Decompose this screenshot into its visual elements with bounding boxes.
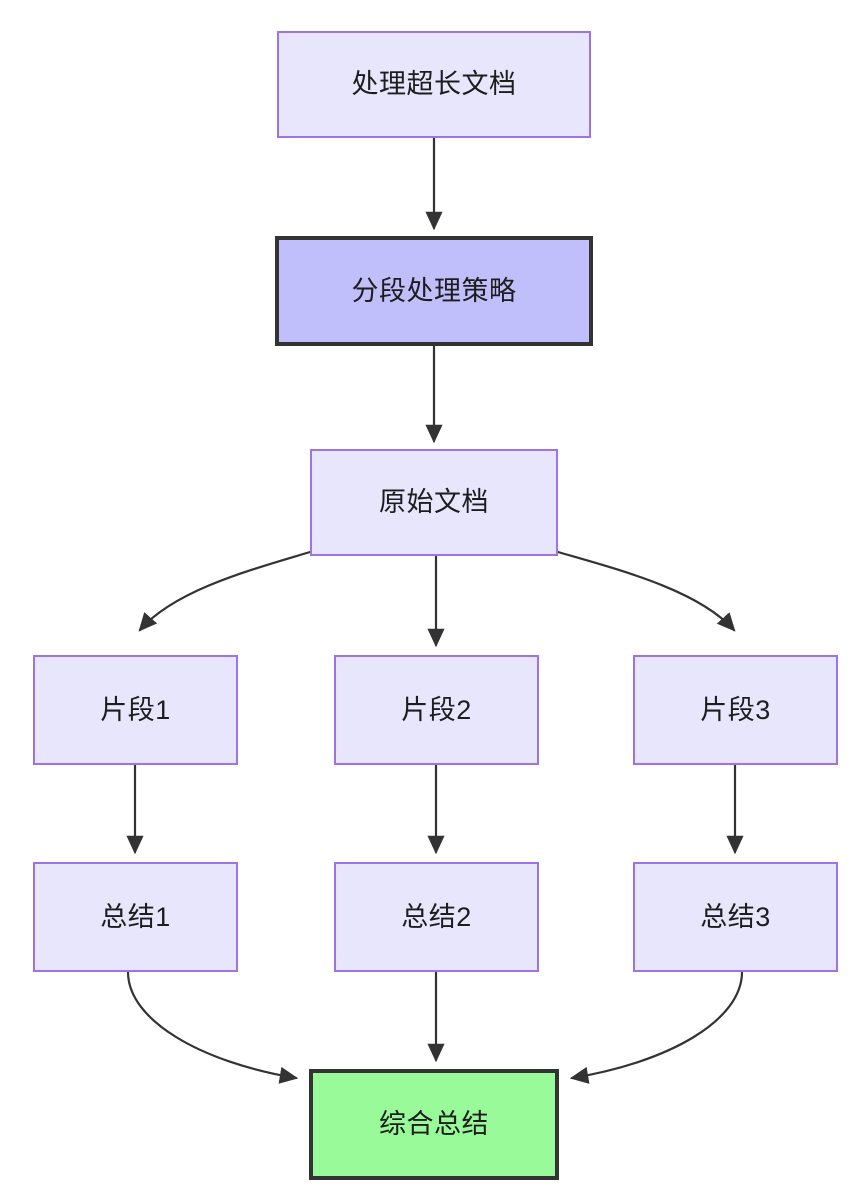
node-label: 分段处理策略 (351, 275, 517, 306)
node-final[interactable]: 综合总结 (309, 1069, 559, 1180)
node-label: 总结3 (700, 901, 771, 932)
node-frag2[interactable]: 片段2 (334, 655, 539, 765)
node-frag1[interactable]: 片段1 (33, 655, 238, 765)
edge-sum1-to-final (126, 970, 299, 1084)
node-label: 片段2 (401, 694, 472, 725)
node-label: 片段3 (700, 694, 771, 725)
edge-sum3-to-final (569, 970, 744, 1084)
node-strategy[interactable]: 分段处理策略 (275, 236, 593, 346)
edge-source-to-frag1 (138, 550, 312, 632)
node-sum2[interactable]: 总结2 (334, 862, 539, 972)
node-label: 原始文档 (379, 487, 489, 518)
edge-source-to-frag3 (556, 550, 736, 632)
node-label: 片段1 (100, 694, 171, 725)
node-label: 处理超长文档 (351, 69, 517, 100)
node-sum3[interactable]: 总结3 (633, 862, 838, 972)
node-label: 总结2 (401, 901, 472, 932)
node-label: 总结1 (100, 901, 171, 932)
node-doc[interactable]: 处理超长文档 (277, 31, 591, 138)
node-label: 综合总结 (379, 1109, 489, 1140)
node-sum1[interactable]: 总结1 (33, 862, 238, 972)
node-source[interactable]: 原始文档 (310, 449, 558, 556)
node-frag3[interactable]: 片段3 (633, 655, 838, 765)
